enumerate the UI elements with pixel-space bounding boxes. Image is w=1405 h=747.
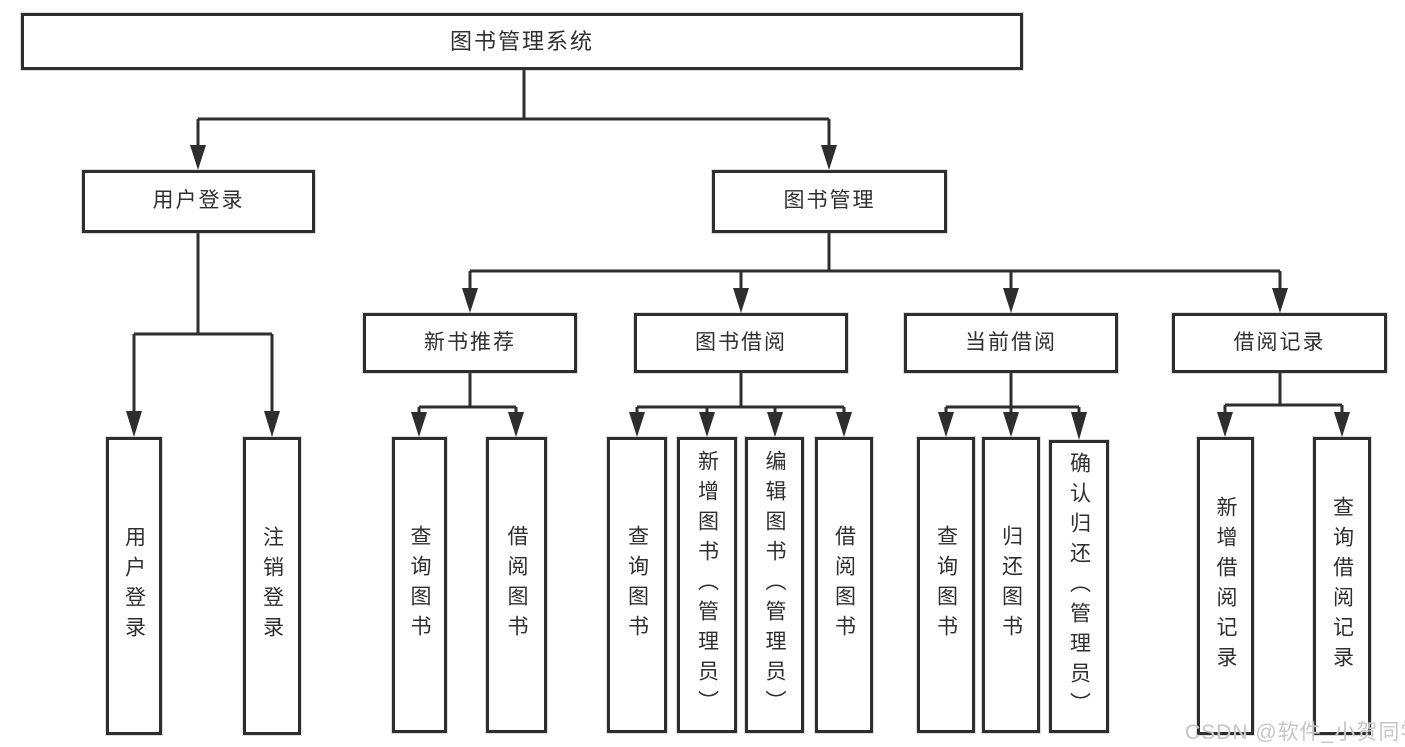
node-leaf-borrow-book-2: 借阅图书 bbox=[815, 437, 873, 733]
node-borrowing-records: 借阅记录 bbox=[1172, 313, 1387, 373]
node-book-borrowing: 图书借阅 bbox=[634, 313, 848, 373]
node-current-borrowing: 当前借阅 bbox=[904, 313, 1118, 373]
node-label: 编辑图书（管理员） bbox=[763, 450, 786, 720]
node-leaf-logout: 注销登录 bbox=[243, 437, 301, 735]
connector-book-borrow-to-leaves bbox=[629, 373, 852, 437]
node-leaf-return-book: 归还图书 bbox=[982, 437, 1040, 733]
node-new-book-recommend: 新书推荐 bbox=[363, 313, 577, 373]
node-leaf-add-borrow-record: 新增借阅记录 bbox=[1197, 437, 1254, 735]
csdn-watermark: CSDN @软件_小贺同学 bbox=[1185, 721, 1405, 744]
node-label: 借阅图书 bbox=[832, 525, 856, 645]
node-leaf-confirm-return-admin: 确认归还（管理员） bbox=[1049, 440, 1109, 733]
node-leaf-edit-book-admin: 编辑图书（管理员） bbox=[745, 437, 804, 733]
node-leaf-borrow-book-1: 借阅图书 bbox=[486, 437, 547, 733]
node-label: 查询图书 bbox=[625, 525, 649, 645]
node-label: 新增图书（管理员） bbox=[695, 450, 719, 720]
node-label: 新增借阅记录 bbox=[1214, 496, 1237, 676]
node-label: 借阅记录 bbox=[1233, 330, 1326, 354]
connector-book-mgmt-to-level3 bbox=[462, 233, 1288, 313]
node-label: 确认归还（管理员） bbox=[1067, 451, 1091, 722]
node-label: 用户登录 bbox=[152, 189, 245, 213]
connector-current-borrow-to-leaves bbox=[938, 373, 1087, 440]
connector-new-book-rec-to-leaves bbox=[411, 373, 524, 437]
node-label: 查询图书 bbox=[934, 525, 958, 645]
node-leaf-query-borrow-record: 查询借阅记录 bbox=[1313, 437, 1371, 735]
node-label: 借阅图书 bbox=[505, 525, 528, 645]
node-leaf-add-book-admin: 新增图书（管理员） bbox=[677, 437, 737, 733]
node-label: 新书推荐 bbox=[424, 330, 516, 354]
node-leaf-query-book-1: 查询图书 bbox=[392, 437, 447, 733]
node-book-management: 图书管理 bbox=[712, 170, 947, 233]
node-label: 图书管理系统 bbox=[449, 28, 594, 54]
node-label: 当前借阅 bbox=[965, 330, 1057, 354]
connector-user-login-to-leaves bbox=[126, 233, 280, 437]
node-label: 用户登录 bbox=[122, 526, 146, 646]
connector-root-to-level2 bbox=[190, 70, 837, 170]
node-leaf-query-book-2: 查询图书 bbox=[607, 437, 667, 733]
node-root-library-system: 图书管理系统 bbox=[21, 13, 1023, 70]
node-leaf-query-book-3: 查询图书 bbox=[917, 437, 975, 733]
connector-borrow-records-to-leaves bbox=[1217, 373, 1350, 437]
node-user-login: 用户登录 bbox=[82, 170, 315, 233]
node-label: 查询图书 bbox=[408, 525, 431, 645]
node-label: 图书管理 bbox=[783, 189, 876, 213]
node-leaf-user-login: 用户登录 bbox=[106, 437, 162, 735]
node-label: 查询借阅记录 bbox=[1330, 496, 1354, 676]
node-label: 注销登录 bbox=[260, 526, 284, 646]
node-label: 归还图书 bbox=[999, 525, 1023, 645]
node-label: 图书借阅 bbox=[695, 330, 787, 354]
